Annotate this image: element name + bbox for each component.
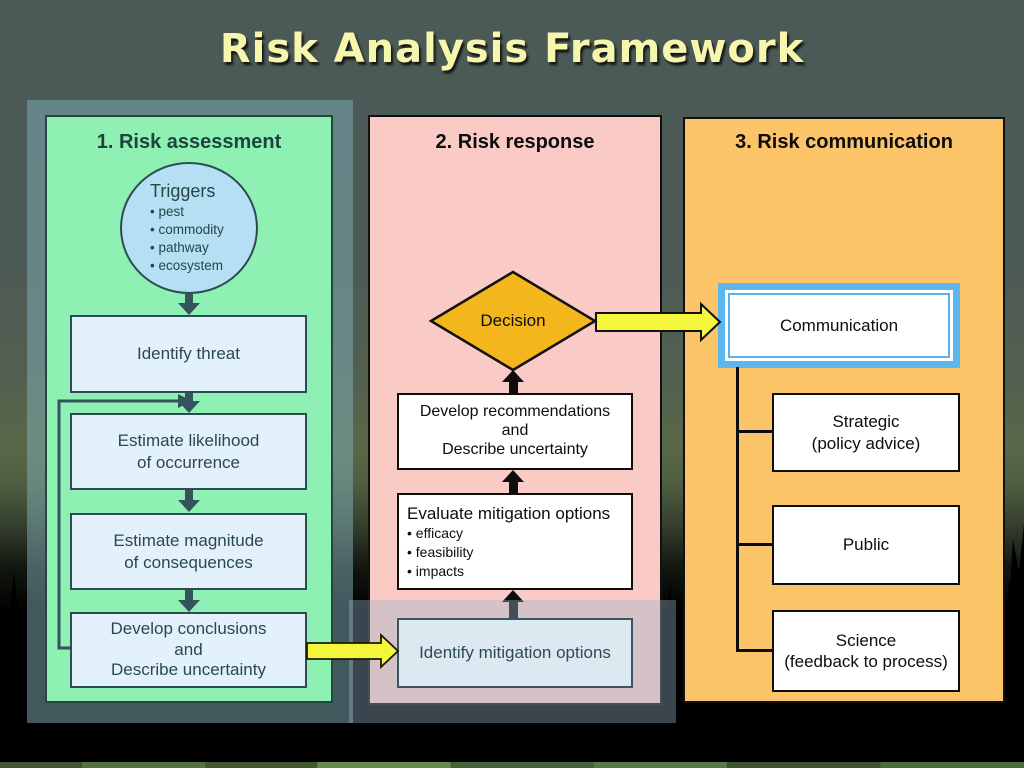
evaluate-options-box: Evaluate mitigation options efficacy fea… [397, 493, 633, 590]
science-box: Science (feedback to process) [772, 610, 960, 692]
flow-arrow-down-head [178, 600, 200, 612]
flow-arrow-up [509, 382, 518, 393]
trigger-item: ecosystem [150, 257, 223, 275]
flow-arrow-down-head [178, 500, 200, 512]
estimate-magnitude-box: Estimate magnitude of consequences [70, 513, 307, 590]
tree-connector-vertical [736, 367, 739, 652]
page-title: Risk Analysis Framework [219, 26, 805, 72]
response-header: 2. Risk response [435, 131, 595, 153]
flow-arrow-up-head [502, 370, 524, 382]
identify-mitigation-box: Identify mitigation options [397, 618, 633, 688]
flow-arrow-up-head [502, 470, 524, 482]
assessment-header: 1. Risk assessment [96, 131, 282, 153]
public-box: Public [772, 505, 960, 585]
identify-threat-box: Identify threat [70, 315, 307, 393]
flow-arrow-down [185, 294, 193, 304]
flow-arrow-up [509, 602, 518, 618]
evaluate-item: feasibility [407, 543, 474, 562]
trigger-item: commodity [150, 221, 223, 239]
evaluate-item: impacts [407, 562, 464, 581]
develop-conclusions-box: Develop conclusions and Describe uncerta… [70, 612, 307, 688]
flow-arrow-down [185, 590, 193, 601]
trigger-item: pathway [150, 239, 208, 257]
flow-arrow-up [509, 482, 518, 493]
triggers-title: Triggers [150, 181, 216, 202]
evaluate-options-title: Evaluate mitigation options [407, 503, 611, 523]
communication-header: 3. Risk communication [735, 131, 953, 153]
develop-recommendations-box: Develop recommendations and Describe unc… [397, 393, 633, 470]
flow-arrow-down-head [178, 303, 200, 315]
flow-arrow-down [185, 490, 193, 501]
communication-box-frame: Communication [718, 283, 960, 368]
flow-arrow-down-head [178, 401, 200, 413]
triggers-circle: Triggers pest commodity pathway ecosyste… [120, 162, 258, 294]
strategic-box: Strategic (policy advice) [772, 393, 960, 472]
communication-box: Communication [728, 293, 950, 358]
flow-arrow-up-head [502, 590, 524, 602]
trigger-item: pest [150, 203, 184, 221]
tree-connector-branch [737, 649, 772, 652]
tree-connector-branch [737, 543, 772, 546]
estimate-likelihood-box: Estimate likelihood of occurrence [70, 413, 307, 490]
tree-connector-branch [737, 430, 772, 433]
grass-strip [0, 762, 1024, 768]
decision-diamond-label: Decision [480, 311, 546, 330]
evaluate-item: efficacy [407, 524, 463, 543]
